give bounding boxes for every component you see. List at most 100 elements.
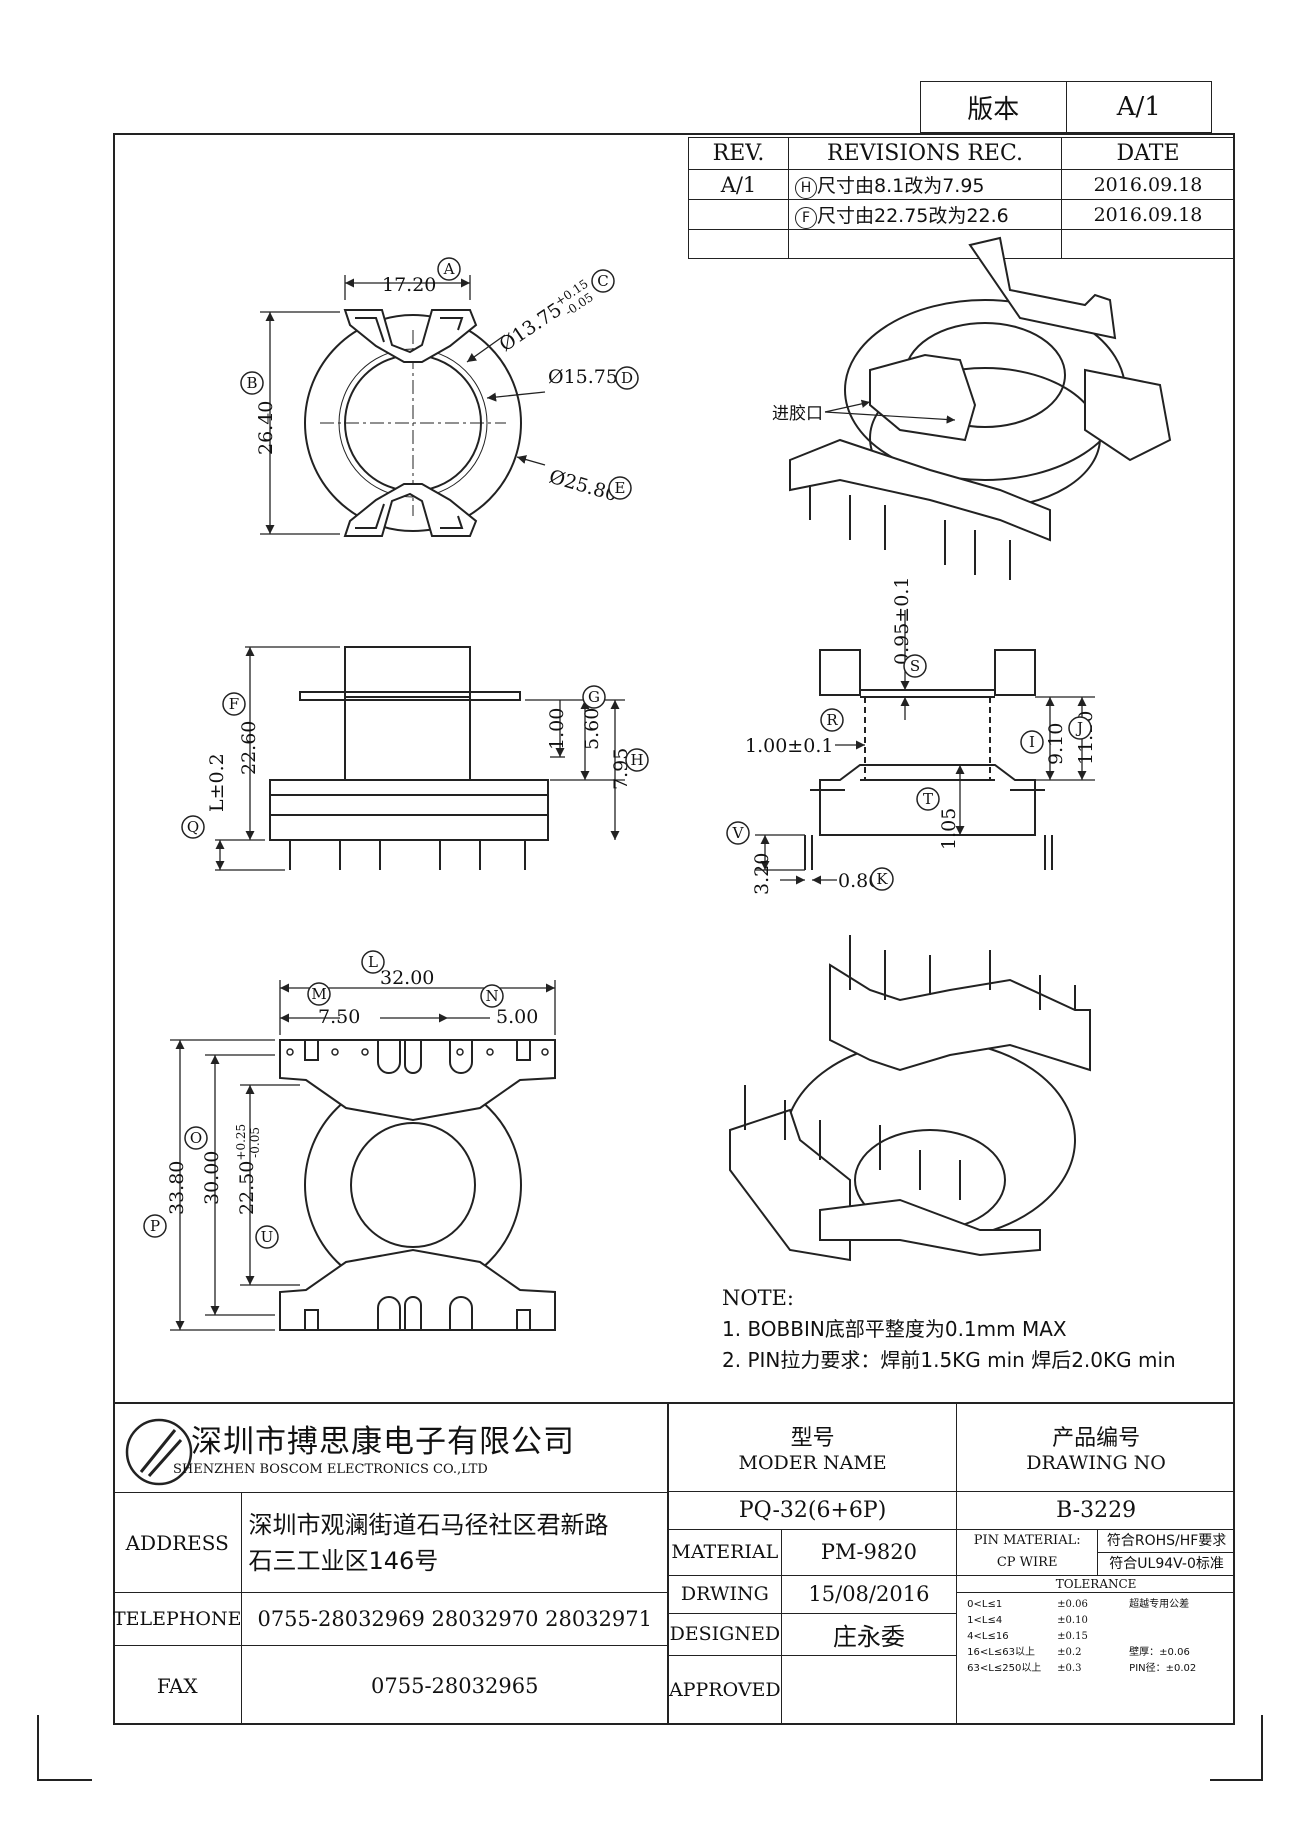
dim-side-h1: 9.10 [1045, 723, 1067, 765]
top-view-dims [260, 275, 546, 535]
note-2: 2. PIN拉力要求：焊前1.5KG min 焊后2.0KG min [722, 1348, 1176, 1372]
marker-l: L [361, 950, 385, 974]
tol-range: 63<L≤250以上 [967, 1662, 1042, 1674]
marker-r: R [820, 708, 844, 732]
svg-text:L: L [368, 953, 378, 971]
pin-req-rohs: 符合ROHS/HF要求 [1098, 1530, 1235, 1553]
front-view-dims [215, 646, 625, 871]
drawing-no-label: 产品编号 DRAWING NO [956, 1402, 1235, 1492]
marker-u: U [255, 1225, 279, 1249]
svg-text:Q: Q [187, 818, 199, 836]
svg-text:F: F [229, 695, 239, 713]
dim-front-height: 22.60 [238, 721, 260, 775]
version-label: 版本 [920, 81, 1067, 133]
rev-marker-h: H [795, 176, 817, 199]
marker-n: N [480, 984, 504, 1008]
svg-text:U: U [261, 1228, 274, 1246]
marker-m: M [307, 982, 331, 1006]
marker-c: C [591, 269, 615, 293]
company-logo [125, 1418, 193, 1486]
dim-flange: 1.05 [938, 808, 960, 850]
version-value: A/1 [1065, 81, 1212, 133]
notes-title: NOTE: [722, 1286, 795, 1310]
isometric-view-top [789, 236, 1172, 580]
svg-text:N: N [485, 987, 498, 1005]
address-line-2: 石三工业区146号 [248, 1546, 439, 1575]
dim-wall: 1.00±0.1 [745, 735, 833, 757]
svg-text:S: S [910, 657, 920, 675]
drawing-no-label-cn: 产品编号 [1052, 1426, 1141, 1452]
dim-pin-width: 0.80 [838, 870, 880, 892]
dim-top-gap: 0.95±0.1 [891, 577, 913, 665]
rev-header: REV. [688, 137, 789, 170]
marker-v: V [726, 821, 750, 845]
spec-table: 型号 MODER NAME 产品编号 DRAWING NO PQ-32(6+6P… [667, 1402, 1235, 1725]
svg-text:J: J [1075, 719, 1083, 737]
pin-requirements: 符合ROHS/HF要求 符合UL94V-0标准 [1097, 1528, 1235, 1576]
svg-text:H: H [630, 751, 643, 769]
svg-text:B: B [246, 374, 257, 392]
tolerance-lower: -0.05 [248, 1127, 262, 1158]
rev-marker-f: F [795, 206, 817, 229]
approved-label: APPROVED [668, 1654, 782, 1725]
drawing-no-label-en: DRAWING NO [1026, 1452, 1166, 1475]
tol-special-name: PIN径： [1129, 1662, 1166, 1674]
pin-material-value: CP WIRE [996, 1555, 1058, 1570]
dim-inner-dia: Ø13.75+0.15-0.05 [494, 277, 598, 360]
address-value: 深圳市观澜街道石马径社区君新路 石三工业区146号 [241, 1492, 668, 1593]
contact-table: ADDRESS 深圳市观澜街道石马径社区君新路 石三工业区146号 TELEPH… [113, 1492, 668, 1725]
revision-date: 2016.09.18 [1061, 199, 1235, 230]
svg-text:M: M [311, 985, 326, 1003]
dim-front-2: 5.60 [581, 708, 603, 750]
marker-q: Q [181, 815, 205, 839]
tolerance-upper: +0.25 [234, 1124, 248, 1161]
marker-e: E [608, 476, 632, 500]
address-line-1: 深圳市观澜街道石马径社区君新路 [248, 1510, 609, 1539]
marker-k: K [870, 867, 894, 891]
telephone-value: 0755-28032969 28032970 28032971 [241, 1592, 668, 1646]
svg-text:O: O [190, 1129, 202, 1147]
dim-bottom-width: 32.00 [380, 967, 434, 989]
company-block: 深圳市搏思康电子有限公司 SHENZHEN BOSCOM ELECTRONICS… [113, 1402, 668, 1492]
svg-text:V: V [732, 824, 745, 842]
model-value: PQ-32(6+6P) [667, 1490, 958, 1530]
marker-h: H [625, 748, 649, 772]
pin-material-label: PIN MATERIAL: [973, 1533, 1081, 1548]
tolerance-block: TOLERANCE 0<L≤1 1<L≤4 4<L≤16 16<L≤63以上 6… [956, 1574, 1235, 1725]
svg-text:C: C [597, 272, 608, 290]
company-name-cn: 深圳市搏思康电子有限公司 [191, 1424, 575, 1460]
fax-value: 0755-28032965 [241, 1645, 668, 1725]
tol-special-name: 壁厚： [1129, 1646, 1160, 1658]
drawing-no-value: B-3229 [956, 1490, 1235, 1530]
svg-text:T: T [923, 790, 933, 808]
drawing-date-label: DRWING [668, 1574, 782, 1614]
marker-p: P [143, 1214, 167, 1238]
note-1: 1. BOBBIN底部平整度为0.1mm MAX [722, 1317, 1067, 1341]
side-view [804, 649, 1053, 870]
tol-range: 0<L≤1 [967, 1598, 1003, 1610]
dim-height-mid: 30.00 [201, 1151, 223, 1205]
tol-value: ±0.06 [1057, 1598, 1088, 1610]
gate-label: 进胶口 [772, 404, 823, 424]
tol-special-value: ±0.06 [1159, 1646, 1190, 1658]
revision-date: 2016.09.18 [1061, 169, 1235, 200]
dim-top-height: 26.40 [255, 401, 277, 455]
marker-t: T [916, 787, 940, 811]
tol-value: ±0.3 [1057, 1662, 1082, 1674]
dim-pin-height: 3.20 [751, 853, 773, 895]
svg-text:E: E [615, 479, 626, 497]
marker-o: O [184, 1126, 208, 1150]
approved-value [780, 1654, 958, 1725]
version-box: 版本 A/1 [920, 81, 1212, 133]
pin-material: PIN MATERIAL: CP WIRE [956, 1528, 1099, 1576]
dim-pin-length: L±0.2 [206, 753, 228, 812]
pin-req-ul: 符合UL94V-0标准 [1109, 1555, 1224, 1572]
svg-text:A: A [443, 260, 455, 278]
dim-height-inner: 22.50+0.25-0.05 [234, 1124, 262, 1215]
svg-text:R: R [826, 711, 838, 729]
side-view-dims [755, 610, 1095, 885]
marker-s: S [903, 654, 927, 678]
